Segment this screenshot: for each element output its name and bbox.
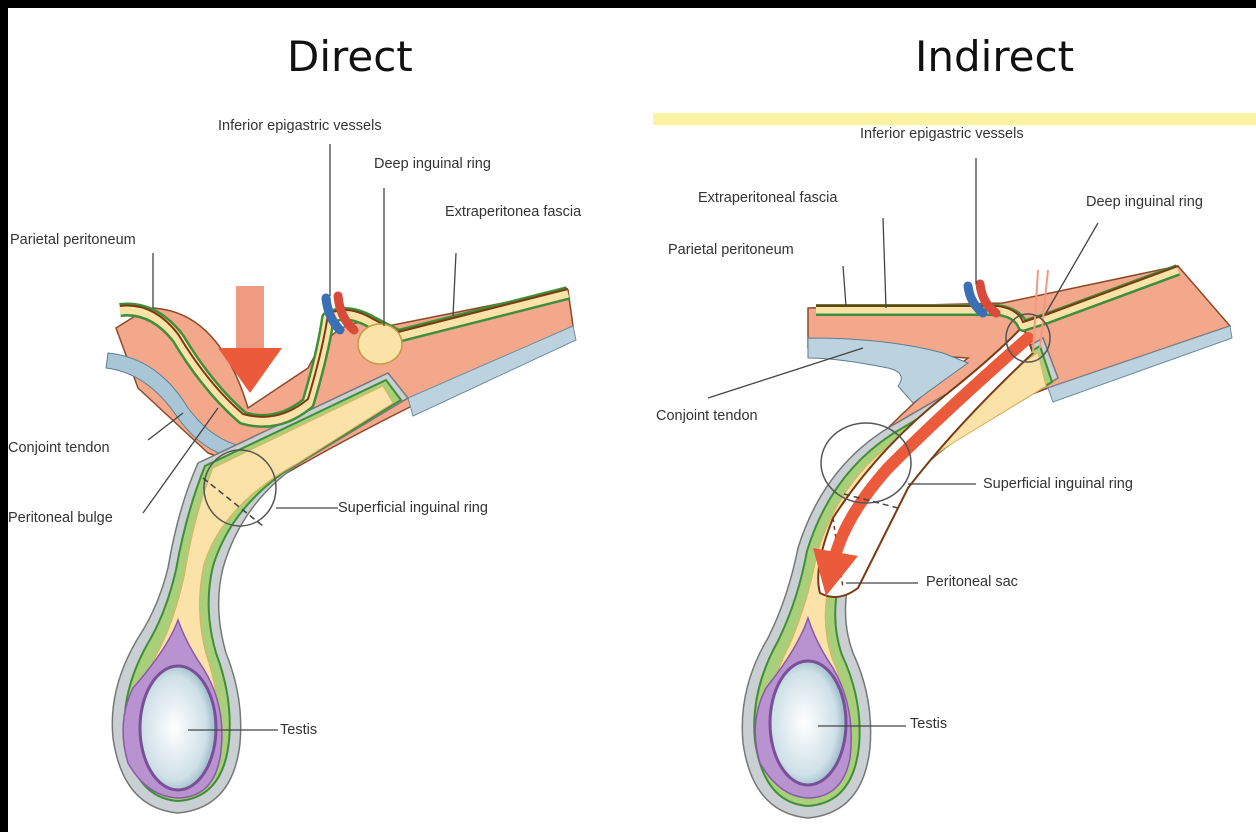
- indirect-epigastric-vessels: [963, 281, 988, 318]
- indirect-transversalis-fascia: [807, 337, 970, 404]
- indirect-label-inferior-epigastric: Inferior epigastric vessels: [860, 126, 1024, 142]
- indirect-sac-arrow: [830, 332, 1034, 559]
- slide: Direct Indirect: [8, 8, 1256, 832]
- direct-label-bulge: Peritoneal bulge: [8, 510, 113, 526]
- indirect-label-deep-ring: Deep inguinal ring: [1086, 194, 1203, 210]
- direct-testis: [138, 664, 218, 792]
- indirect-deep-ring: [1005, 313, 1051, 363]
- indirect-label-extraperitoneal: Extraperitoneal fascia: [698, 190, 838, 206]
- indirect-label-superficial: Superficial inguinal ring: [983, 476, 1133, 492]
- direct-label-superficial: Superficial inguinal ring: [338, 500, 488, 516]
- indirect-label-parietal: Parietal peritoneum: [668, 242, 794, 258]
- direct-label-extraperitoneal: Extraperitonea fascia: [445, 204, 582, 220]
- direct-epigastric-vessels: [321, 293, 345, 335]
- indirect-label-conjoint: Conjoint tendon: [656, 408, 758, 424]
- indirect-superficial-ring: [820, 422, 912, 504]
- direct-superficial-ring: [203, 449, 277, 527]
- indirect-label-sac: Peritoneal sac: [926, 574, 1018, 590]
- hernia-diagrams: [105, 113, 1256, 819]
- indirect-diagram: [707, 158, 1233, 819]
- direct-leader-lines: [142, 144, 457, 731]
- indirect-peritoneal-sac: [817, 324, 1035, 598]
- indirect-label-testis: Testis: [910, 716, 948, 732]
- indirect-testis: [768, 659, 848, 787]
- direct-label-deep-ring: Deep inguinal ring: [374, 156, 491, 172]
- direct-diagram: [105, 144, 577, 814]
- indirect-leader-lines: [707, 158, 1099, 727]
- highlight-bar: [653, 113, 1256, 125]
- direct-label-conjoint: Conjoint tendon: [8, 440, 110, 456]
- direct-label-testis: Testis: [280, 722, 318, 738]
- direct-label-parietal: Parietal peritoneum: [10, 232, 136, 248]
- direct-deep-ring: [357, 323, 403, 365]
- direct-bulge-arrow: [218, 286, 282, 393]
- direct-label-inferior-epigastric: Inferior epigastric vessels: [218, 118, 382, 134]
- indirect-title: Indirect: [915, 32, 1075, 81]
- direct-title: Direct: [287, 32, 413, 81]
